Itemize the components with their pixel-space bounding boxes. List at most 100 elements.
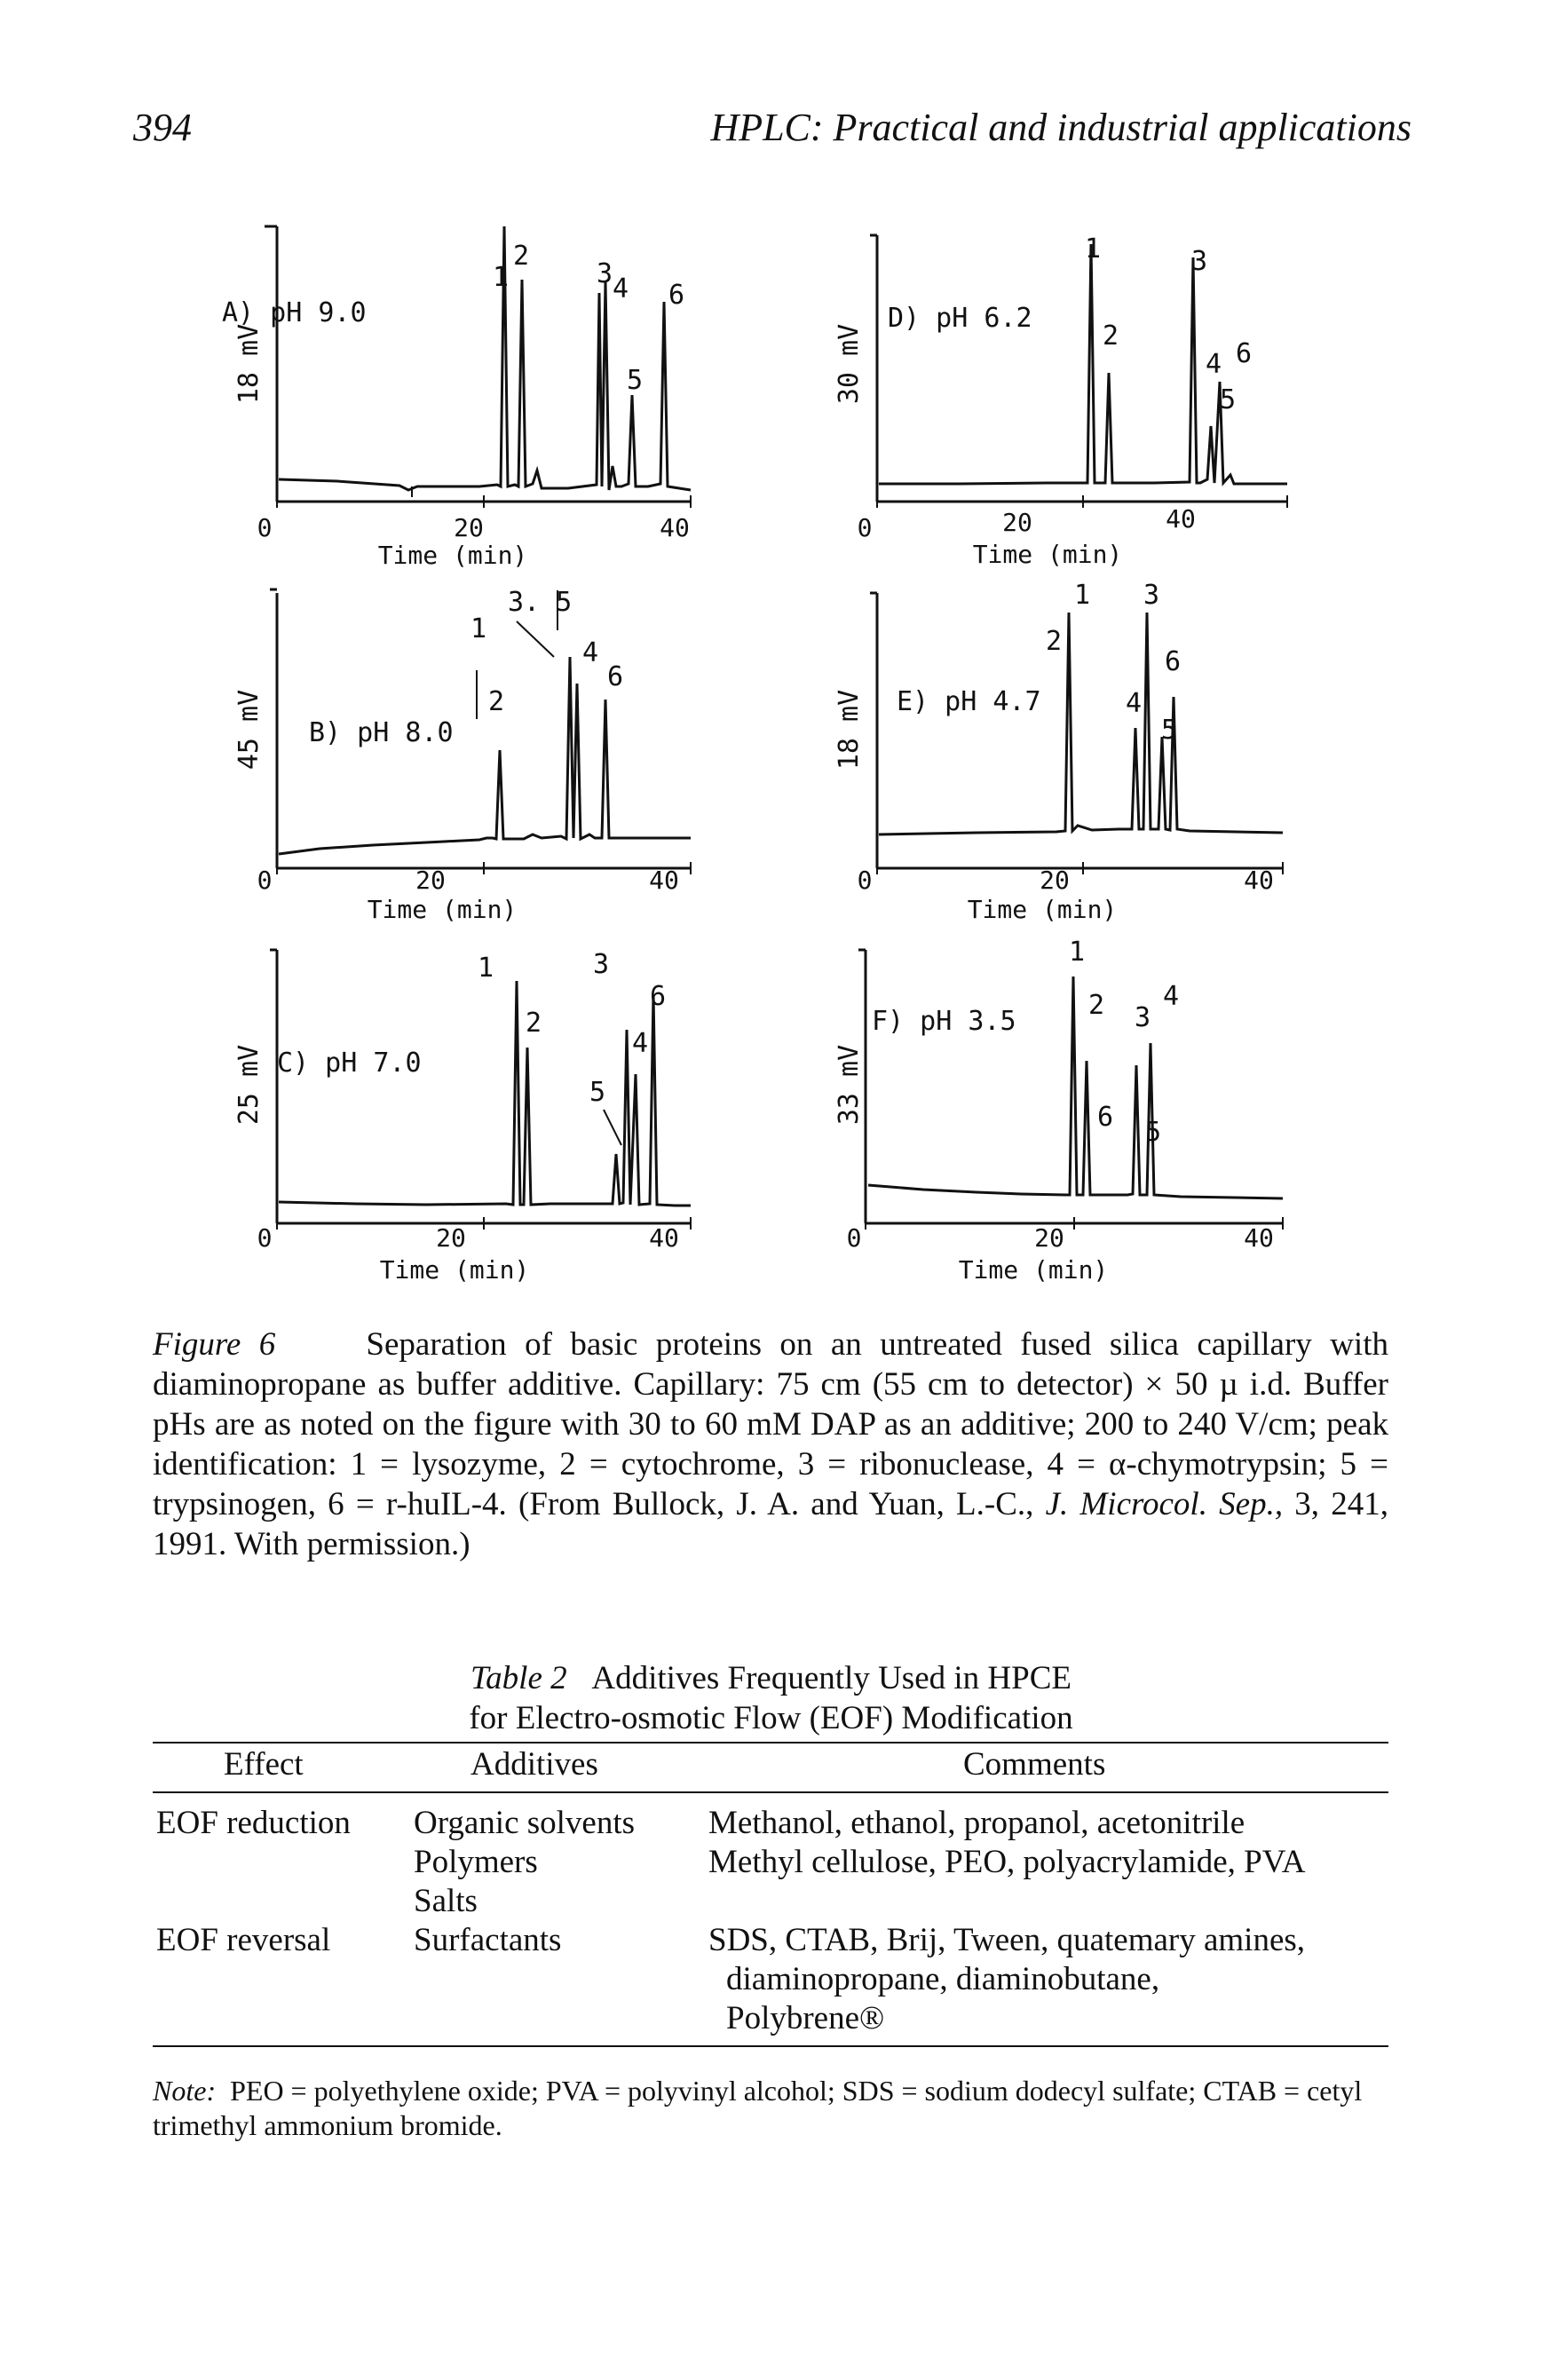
panel-c-xtick-40: 40: [649, 1223, 679, 1253]
panel-b-xtick-40: 40: [649, 866, 679, 895]
table-bottom-rule: [153, 2045, 1388, 2047]
header-effect: Effect: [224, 1746, 304, 1783]
header-additives: Additives: [471, 1746, 598, 1783]
table-title-line2: for Electro-osmotic Flow (EOF) Modificat…: [469, 1700, 1073, 1736]
panel-a-label: A) pH 9.0: [222, 297, 367, 328]
panel-a-peak-5: 5: [627, 365, 643, 396]
panel-c-peak-4: 4: [632, 1028, 648, 1059]
panel-a-xtick-20: 20: [454, 513, 484, 542]
panel-a: A) pH 9.0 18 mV 1 2 3 4 5 6 0 20 40 Time…: [222, 225, 692, 570]
panel-c-peak-3: 3: [593, 949, 609, 980]
panel-e-peak-4: 4: [1126, 688, 1142, 719]
panel-a-peak-3: 3: [597, 258, 613, 289]
row-4-comment: SDS, CTAB, Brij, Tween, quatemary amines…: [708, 1922, 1306, 1958]
figure-electropherograms: A) pH 9.0 18 mV 1 2 3 4 5 6 0 20 40 Time…: [222, 225, 1288, 1285]
row-2-additive: Polymers: [414, 1844, 538, 1880]
table-note: Note: PEO = polyethylene oxide; PVA = po…: [153, 2074, 1388, 2143]
panel-c-xtick-0: 0: [257, 1223, 273, 1253]
caption-citation: 3, 241, 1991. With permission.): [153, 1486, 1388, 1562]
panel-b-label: B) pH 8.0: [309, 717, 454, 748]
panel-c-xlabel: Time (min): [380, 1255, 530, 1285]
figure-caption: Figure 6 Separation of basic proteins on…: [153, 1324, 1388, 1564]
panel-e-peak-2: 2: [1046, 626, 1062, 657]
note-label: Note:: [153, 2075, 217, 2107]
panel-c-peak-2: 2: [526, 1008, 542, 1039]
panel-c-xtick-20: 20: [436, 1223, 466, 1253]
caption-journal: J. Microcol. Sep.,: [1045, 1486, 1284, 1522]
panel-b-peak-6: 6: [607, 661, 623, 692]
panel-c-scale: 25 mV: [233, 1045, 265, 1125]
running-head: HPLC: Practical and industrial applicati…: [710, 106, 1412, 149]
panel-f-scale: 33 mV: [834, 1045, 865, 1125]
panel-a-xlabel: Time (min): [378, 541, 528, 570]
row-1-additive: Organic solvents: [414, 1805, 636, 1841]
panel-b-xtick-20: 20: [415, 866, 446, 895]
panel-d-peak-2: 2: [1103, 320, 1119, 352]
panel-f: F) pH 3.5 33 mV 1 2 3 4 5 6 0 20 40 Time…: [834, 937, 1284, 1285]
row-4-effect: EOF reversal: [156, 1922, 331, 1958]
panel-f-xtick-0: 0: [847, 1223, 862, 1253]
panel-c-peak-5: 5: [589, 1077, 605, 1108]
row-4-additive: Surfactants: [414, 1922, 562, 1958]
panel-b-xlabel: Time (min): [368, 895, 518, 924]
panel-a-xtick-40: 40: [660, 513, 690, 542]
panel-d-xlabel: Time (min): [973, 540, 1123, 569]
panel-e-label: E) pH 4.7: [897, 686, 1041, 717]
panel-f-xtick-40: 40: [1244, 1223, 1274, 1253]
panel-f-xlabel: Time (min): [959, 1255, 1109, 1285]
panel-c-peak-6: 6: [650, 981, 666, 1012]
table-title-line1: Additives Frequently Used in HPCE: [591, 1660, 1071, 1696]
row-2-comment: Methyl cellulose, PEO, polyacrylamide, P…: [708, 1844, 1306, 1880]
panel-e-peak-1: 1: [1074, 580, 1090, 611]
panel-f-peak-2: 2: [1088, 990, 1104, 1021]
table-title: Table 2 Additives Frequently Used in HPC…: [0, 1658, 1542, 1738]
panel-d-peak-5: 5: [1220, 384, 1236, 415]
panel-a-peak-2: 2: [513, 241, 529, 272]
row-1-comment: Methanol, ethanol, propanol, acetonitril…: [708, 1805, 1245, 1841]
panel-d-peak-6: 6: [1236, 338, 1252, 369]
panel-b-scale: 45 mV: [233, 690, 265, 770]
panel-d-peak-1: 1: [1085, 233, 1101, 265]
page-number: 394: [133, 106, 192, 149]
panel-e-xlabel: Time (min): [968, 895, 1118, 924]
panel-e-xtick-40: 40: [1244, 866, 1274, 895]
panel-a-peak-6: 6: [668, 280, 684, 311]
row-6-comment: Polybrene®: [726, 2000, 885, 2036]
page-header: 394 HPLC: Practical and industrial appli…: [133, 105, 1412, 158]
panel-e-xtick-0: 0: [858, 866, 873, 895]
panel-b-peak-4: 4: [582, 637, 598, 668]
panel-d-xtick-40: 40: [1166, 504, 1196, 534]
panel-e-peak-3: 3: [1143, 580, 1159, 611]
panel-f-peak-4: 4: [1163, 981, 1179, 1012]
panel-c-label: C) pH 7.0: [277, 1048, 422, 1079]
panel-a-peak-4: 4: [613, 273, 629, 304]
table-header-rule: [153, 1791, 1388, 1793]
panel-e-xtick-20: 20: [1040, 866, 1070, 895]
table-top-rule: [153, 1742, 1388, 1743]
row-1-effect: EOF reduction: [156, 1805, 351, 1841]
caption-label: Figure 6: [153, 1326, 276, 1363]
table-label: Table 2: [471, 1660, 567, 1696]
panel-d: D) pH 6.2 30 mV 1 2 3 4 5 6 0 20 40 Time…: [834, 233, 1288, 569]
panel-e: E) pH 4.7 18 mV 1 2 3 4 5 6 0 20 40 Time…: [834, 580, 1284, 924]
panel-b-xtick-0: 0: [257, 866, 273, 895]
panel-a-xtick-0: 0: [257, 513, 273, 542]
panel-c: C) pH 7.0 25 mV 1 2 3 4 5 6 0 20 40 Time…: [233, 948, 692, 1285]
panel-d-xtick-20: 20: [1002, 508, 1032, 537]
panel-c-peak-1: 1: [478, 953, 494, 984]
panel-f-peak-5: 5: [1145, 1117, 1161, 1148]
panel-f-xtick-20: 20: [1034, 1223, 1064, 1253]
panel-f-peak-3: 3: [1135, 1002, 1151, 1033]
panel-e-peak-5: 5: [1161, 715, 1177, 746]
row-5-comment: diaminopropane, diaminobutane,: [726, 1961, 1160, 1997]
panel-e-scale: 18 mV: [834, 690, 865, 770]
panel-d-xtick-0: 0: [858, 513, 873, 542]
panel-f-peak-1: 1: [1069, 937, 1085, 968]
panel-b: B) pH 8.0 45 mV 1 2 3. 5 4 6 0 20 40 Tim…: [233, 587, 692, 924]
panel-b-peak-2: 2: [488, 686, 504, 717]
panel-b-peak-1: 1: [471, 613, 486, 644]
row-3-additive: Salts: [414, 1883, 478, 1919]
panel-d-scale: 30 mV: [834, 324, 865, 404]
panel-f-peak-6: 6: [1097, 1102, 1113, 1133]
note-text: PEO = polyethylene oxide; PVA = polyviny…: [153, 2075, 1363, 2141]
